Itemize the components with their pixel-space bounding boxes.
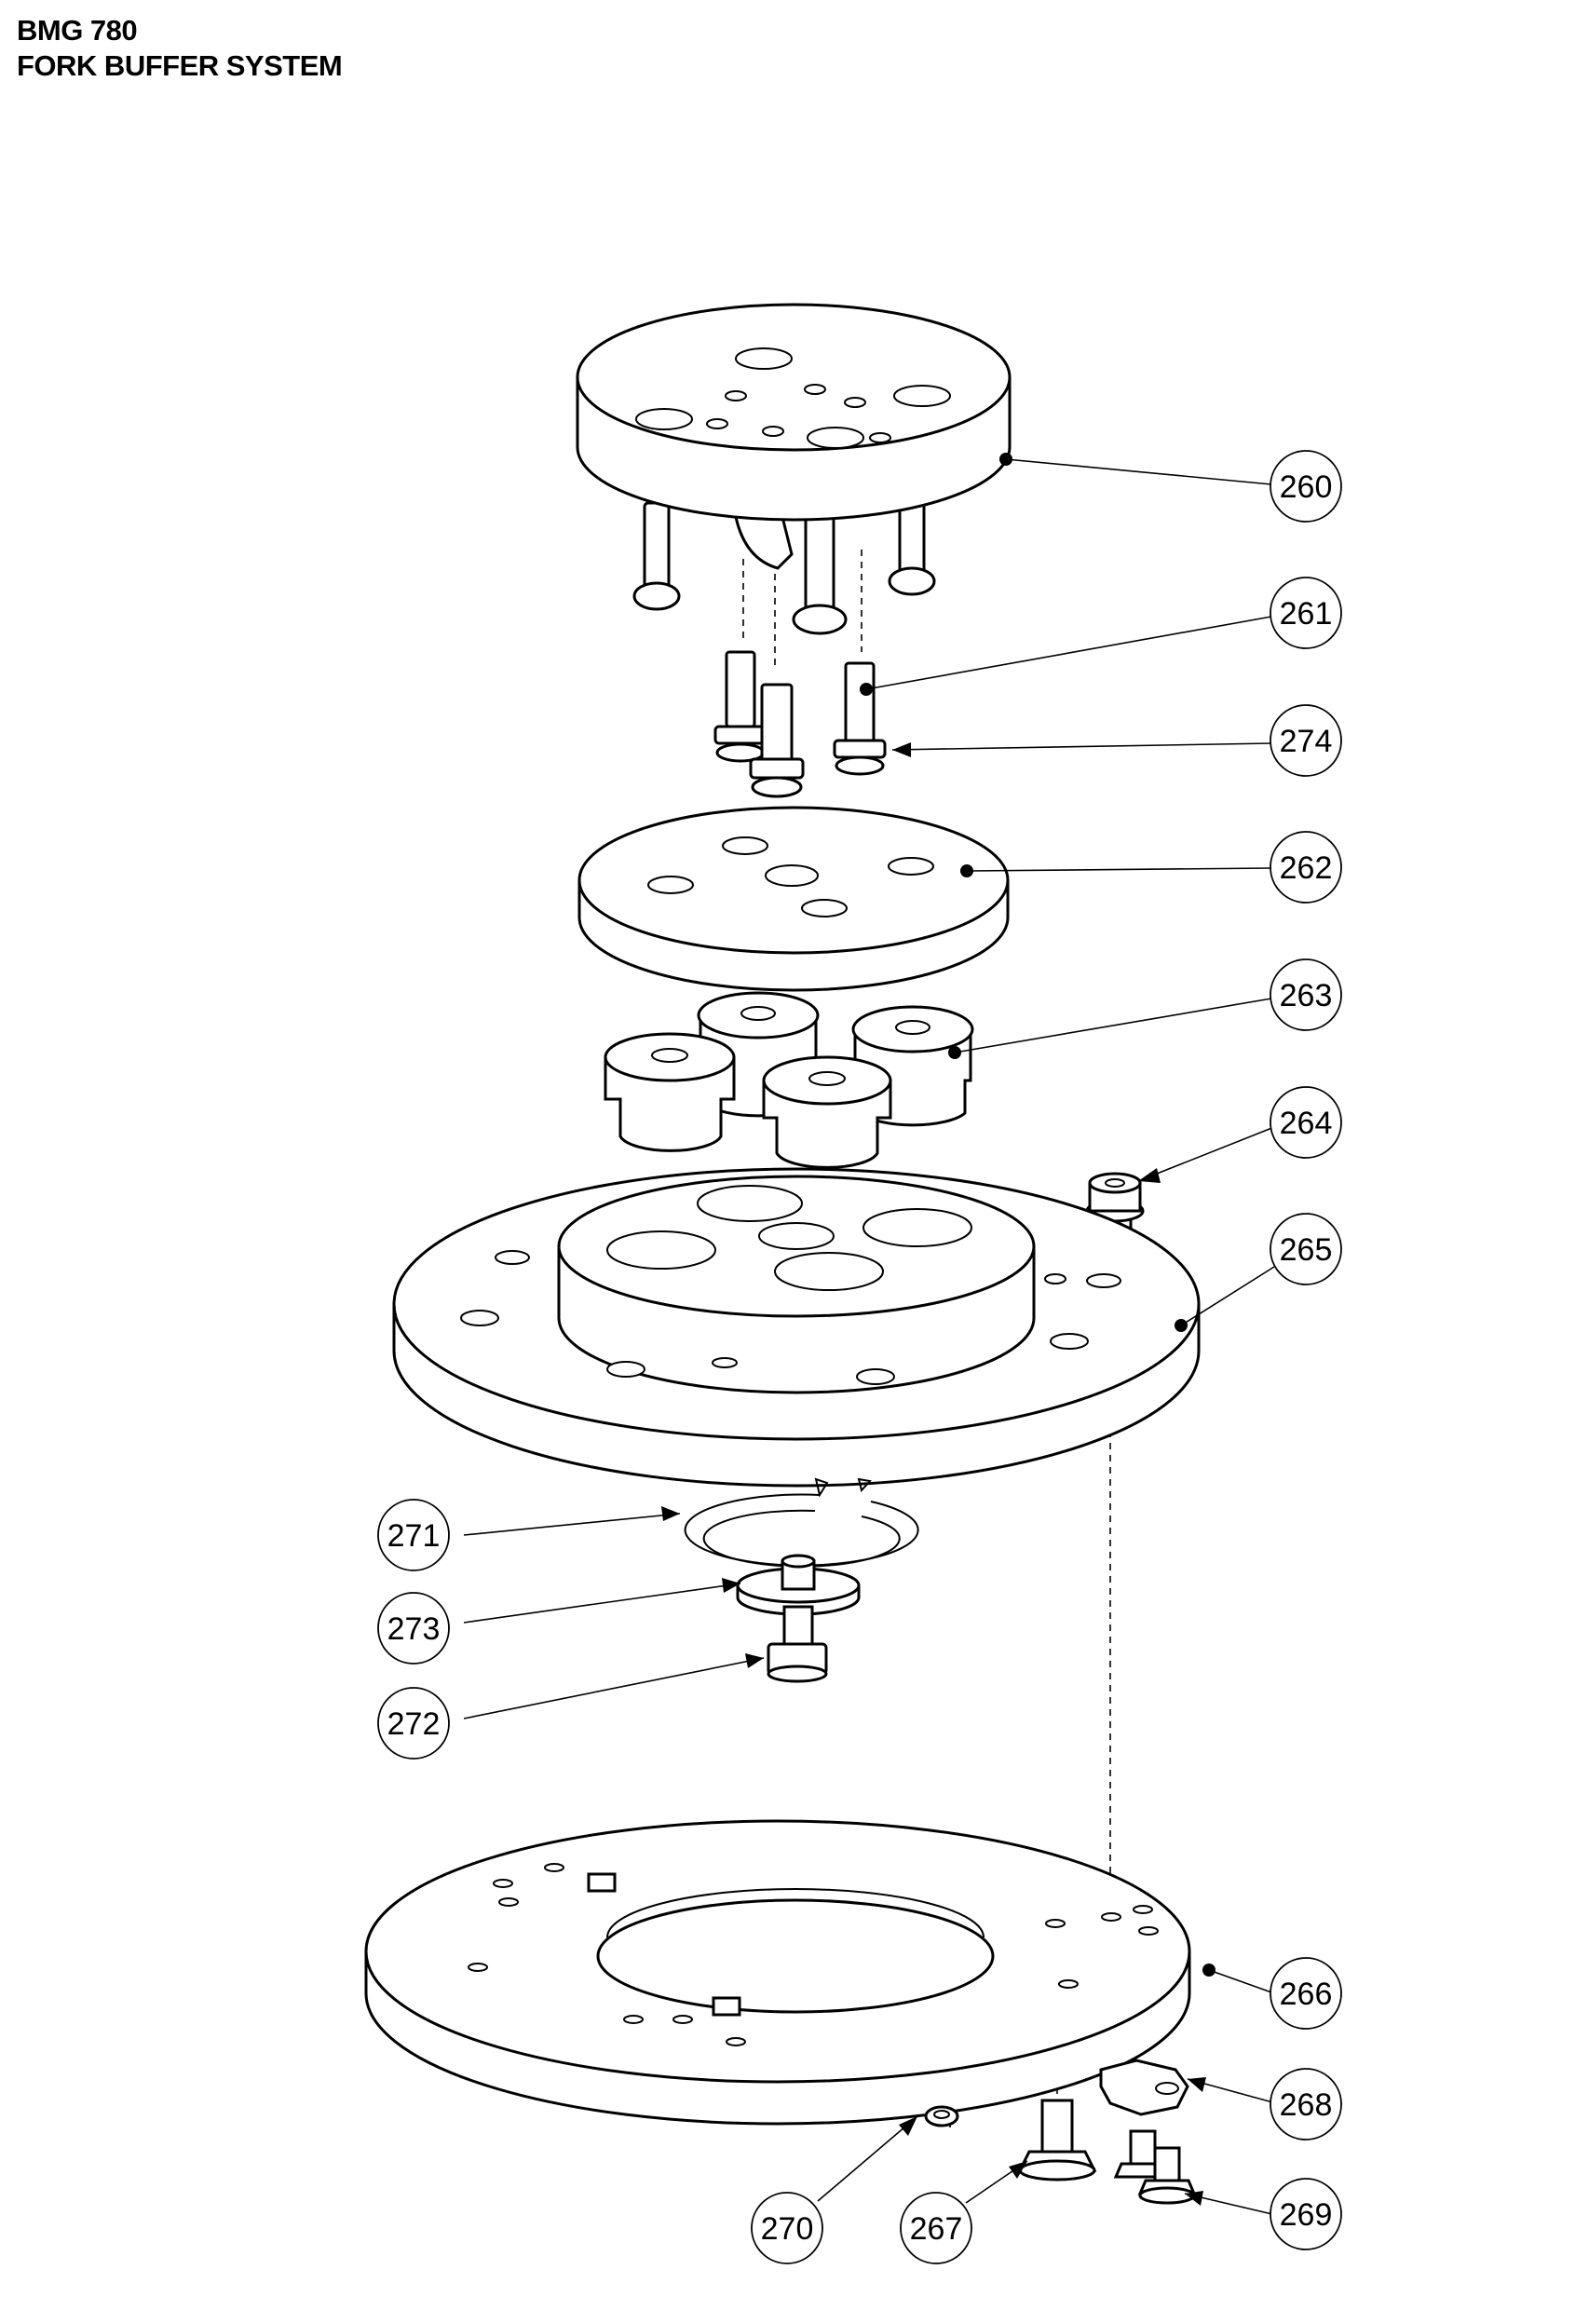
part-266-base-ring bbox=[364, 1819, 1191, 2126]
callout-265: 265 bbox=[1270, 1213, 1342, 1285]
svg-text:274: 274 bbox=[1280, 724, 1333, 759]
svg-text:268: 268 bbox=[1280, 2087, 1333, 2123]
svg-text:273: 273 bbox=[387, 1611, 441, 1647]
part-265-mounting-plate bbox=[392, 1167, 1201, 1488]
svg-text:266: 266 bbox=[1280, 1977, 1333, 2012]
svg-text:267: 267 bbox=[910, 2211, 963, 2247]
part-262-disc bbox=[577, 806, 1010, 992]
callout-267: 267 bbox=[900, 2192, 972, 2264]
part-263-buffers bbox=[604, 991, 974, 1169]
model-name: BMG 780 bbox=[17, 14, 138, 47]
svg-text:264: 264 bbox=[1280, 1106, 1333, 1141]
diagram-title: FORK BUFFER SYSTEM bbox=[17, 49, 343, 82]
part-260-top-plate bbox=[576, 303, 1012, 635]
svg-text:261: 261 bbox=[1280, 596, 1333, 632]
callout-274: 274 bbox=[1270, 704, 1342, 777]
callout-262: 262 bbox=[1270, 831, 1342, 904]
callout-269: 269 bbox=[1270, 2178, 1342, 2250]
callout-261: 261 bbox=[1270, 577, 1342, 649]
svg-text:265: 265 bbox=[1280, 1232, 1333, 1268]
callout-272: 272 bbox=[377, 1687, 450, 1760]
callout-264: 264 bbox=[1270, 1086, 1342, 1159]
part-270-nut bbox=[924, 2105, 959, 2127]
part-271-snap-ring bbox=[684, 1477, 919, 1568]
svg-text:271: 271 bbox=[387, 1518, 441, 1554]
title-block: BMG 780 FORK BUFFER SYSTEM bbox=[17, 13, 343, 84]
part-267-screw bbox=[1017, 2099, 1097, 2181]
callout-273: 273 bbox=[377, 1592, 450, 1665]
callout-268: 268 bbox=[1270, 2068, 1342, 2141]
svg-text:262: 262 bbox=[1280, 850, 1333, 886]
svg-text:272: 272 bbox=[387, 1706, 441, 1742]
part-273-washer bbox=[736, 1554, 861, 1616]
callout-260: 260 bbox=[1270, 450, 1342, 523]
part-261-bolts bbox=[713, 650, 887, 798]
callout-271: 271 bbox=[377, 1499, 450, 1571]
part-269-screws bbox=[1113, 2129, 1197, 2205]
part-272-bolt bbox=[767, 1605, 828, 1683]
svg-text:263: 263 bbox=[1280, 978, 1333, 1013]
callout-263: 263 bbox=[1270, 958, 1342, 1031]
svg-text:260: 260 bbox=[1280, 469, 1333, 505]
leader-lines bbox=[463, 453, 1277, 2216]
part-268-clamp bbox=[1099, 2059, 1189, 2116]
svg-text:270: 270 bbox=[761, 2211, 814, 2247]
svg-text:269: 269 bbox=[1280, 2197, 1333, 2233]
callout-270: 270 bbox=[751, 2192, 823, 2264]
callout-266: 266 bbox=[1270, 1957, 1342, 2030]
